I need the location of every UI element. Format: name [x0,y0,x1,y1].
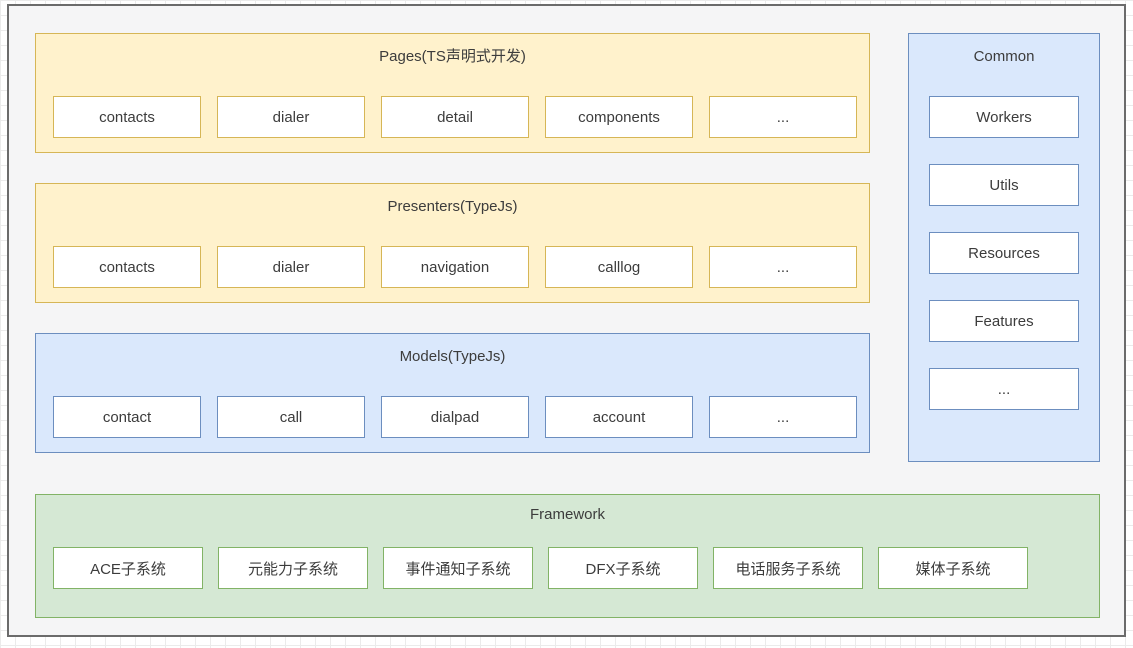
presenters-title: Presenters(TypeJs) [387,198,518,215]
framework-container[interactable]: Framework ACE子系统 元能力子系统 事件通知子系统 DFX子系统 电… [35,494,1100,618]
framework-node-media-subsystem[interactable]: 媒体子系统 [878,547,1028,589]
models-container[interactable]: Models(TypeJs) contact call dialpad acco… [35,333,870,453]
presenters-node-row: contacts dialer navigation calllog ... [53,246,857,288]
framework-node-telephony-subsystem[interactable]: 电话服务子系统 [713,547,863,589]
framework-node-ability-subsystem[interactable]: 元能力子系统 [218,547,368,589]
framework-node-event-subsystem[interactable]: 事件通知子系统 [383,547,533,589]
pages-node-contacts[interactable]: contacts [53,96,201,138]
pages-node-components[interactable]: components [545,96,693,138]
pages-node-row: contacts dialer detail components ... [53,96,857,138]
pages-container[interactable]: Pages(TS声明式开发) contacts dialer detail co… [35,33,870,153]
models-node-account[interactable]: account [545,396,693,438]
common-title: Common [973,48,1035,65]
common-node-features[interactable]: Features [929,300,1079,342]
diagram-canvas-frame: Pages(TS声明式开发) contacts dialer detail co… [7,4,1126,637]
presenters-node-dialer[interactable]: dialer [217,246,365,288]
models-node-dialpad[interactable]: dialpad [381,396,529,438]
presenters-node-contacts[interactable]: contacts [53,246,201,288]
common-node-workers[interactable]: Workers [929,96,1079,138]
presenters-node-navigation[interactable]: navigation [381,246,529,288]
framework-title: Framework [529,506,605,523]
pages-node-ellipsis[interactable]: ... [709,96,857,138]
presenters-container[interactable]: Presenters(TypeJs) contacts dialer navig… [35,183,870,303]
framework-node-ace-subsystem[interactable]: ACE子系统 [53,547,203,589]
models-node-contact[interactable]: contact [53,396,201,438]
presenters-node-calllog[interactable]: calllog [545,246,693,288]
models-title: Models(TypeJs) [399,348,506,365]
pages-title: Pages(TS声明式开发) [379,48,526,65]
common-node-utils[interactable]: Utils [929,164,1079,206]
presenters-node-ellipsis[interactable]: ... [709,246,857,288]
pages-node-detail[interactable]: detail [381,96,529,138]
models-node-ellipsis[interactable]: ... [709,396,857,438]
common-node-ellipsis[interactable]: ... [929,368,1079,410]
framework-node-dfx-subsystem[interactable]: DFX子系统 [548,547,698,589]
framework-node-row: ACE子系统 元能力子系统 事件通知子系统 DFX子系统 电话服务子系统 媒体子… [53,547,1028,589]
common-container[interactable]: Common Workers Utils Resources Features … [908,33,1100,462]
models-node-row: contact call dialpad account ... [53,396,857,438]
common-node-resources[interactable]: Resources [929,232,1079,274]
pages-node-dialer[interactable]: dialer [217,96,365,138]
models-node-call[interactable]: call [217,396,365,438]
common-node-column: Workers Utils Resources Features ... [909,96,1099,410]
